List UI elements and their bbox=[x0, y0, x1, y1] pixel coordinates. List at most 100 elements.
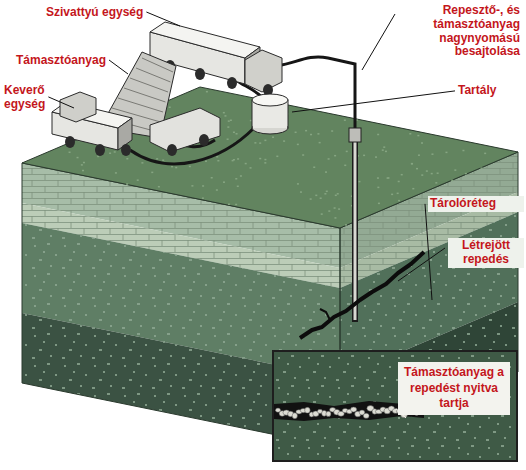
ground-speckle bbox=[344, 119, 346, 121]
ground-speckle bbox=[387, 177, 389, 179]
ground-speckle bbox=[202, 185, 204, 187]
ground-speckle bbox=[421, 174, 423, 176]
ground-speckle bbox=[416, 168, 418, 170]
ground-speckle bbox=[228, 204, 230, 206]
proppant-grain bbox=[363, 413, 369, 418]
ground-speckle bbox=[387, 177, 389, 179]
ground-speckle bbox=[169, 107, 171, 109]
ground-speckle bbox=[382, 149, 384, 151]
ground-speckle bbox=[77, 157, 79, 159]
ground-speckle bbox=[216, 189, 218, 191]
truck-wheel bbox=[167, 144, 177, 156]
ground-speckle bbox=[398, 200, 400, 202]
ground-speckle bbox=[83, 162, 85, 164]
ground-speckle bbox=[237, 186, 239, 188]
ground-speckle bbox=[254, 142, 256, 144]
ground-speckle bbox=[346, 151, 348, 153]
truck-wheel bbox=[95, 144, 105, 156]
ground-speckle bbox=[297, 144, 299, 146]
tank-top bbox=[252, 94, 288, 106]
ground-speckle bbox=[451, 180, 453, 182]
ground-speckle bbox=[224, 115, 226, 117]
callout-label: Tárolóréteg bbox=[428, 196, 524, 212]
leader-line bbox=[292, 91, 455, 112]
conveyor-rib bbox=[136, 68, 171, 82]
ground-speckle bbox=[391, 194, 393, 196]
ground-speckle bbox=[313, 166, 315, 168]
tank-body-fill bbox=[253, 118, 287, 128]
ground-speckle bbox=[228, 120, 230, 122]
ground-speckle bbox=[437, 172, 439, 174]
ground-speckle bbox=[401, 174, 403, 176]
ground-speckle bbox=[283, 140, 285, 142]
ground-speckle bbox=[421, 142, 423, 144]
callout-label: Keverő egység bbox=[4, 84, 62, 112]
ground-speckle bbox=[206, 91, 208, 93]
ground-speckle bbox=[412, 188, 414, 190]
well-head bbox=[349, 128, 361, 142]
ground-speckle bbox=[383, 146, 385, 148]
ground-speckle bbox=[409, 133, 411, 135]
ground-speckle bbox=[331, 130, 333, 132]
ground-speckle bbox=[236, 133, 238, 135]
ground-speckle bbox=[378, 203, 380, 205]
ground-speckle bbox=[141, 162, 143, 164]
ground-speckle bbox=[397, 193, 399, 195]
proppant-grain bbox=[326, 411, 331, 416]
ground-speckle bbox=[426, 170, 428, 172]
ground-speckle bbox=[115, 172, 117, 174]
fracture-crack bbox=[300, 252, 424, 338]
blender-tank bbox=[60, 92, 96, 122]
ground-speckle bbox=[137, 179, 139, 181]
ground-speckle bbox=[245, 163, 247, 165]
callout-label: Támasztóanyag bbox=[16, 54, 116, 68]
ground-speckle bbox=[431, 173, 433, 175]
ground-speckle bbox=[259, 142, 261, 144]
ground-speckle bbox=[338, 208, 340, 210]
ground-speckle bbox=[151, 172, 153, 174]
ground-speckle bbox=[217, 160, 219, 162]
ground-speckle bbox=[205, 160, 207, 162]
conveyor-rib bbox=[142, 58, 173, 72]
proppant-grain bbox=[305, 407, 310, 413]
ground-speckle bbox=[377, 187, 379, 189]
ground-speckle bbox=[310, 134, 312, 136]
ground-speckle bbox=[158, 186, 160, 188]
truck-wheel bbox=[65, 136, 75, 148]
ground-speckle bbox=[431, 153, 433, 155]
conveyor-rib bbox=[130, 78, 168, 92]
inset-rock bbox=[274, 352, 518, 462]
ground-speckle bbox=[484, 153, 486, 155]
ground-speckle bbox=[321, 213, 323, 215]
leader-line bbox=[398, 248, 445, 281]
ground-speckle bbox=[171, 166, 173, 168]
leader-line bbox=[362, 14, 395, 70]
proppant-trailer bbox=[150, 108, 220, 152]
ground-speckle bbox=[324, 193, 326, 195]
ground-speckle bbox=[305, 130, 307, 132]
ground-speckle bbox=[465, 173, 467, 175]
ground-speckle bbox=[462, 150, 464, 152]
ground-speckle bbox=[310, 198, 312, 200]
ground-speckle bbox=[302, 154, 304, 156]
ground-speckle bbox=[328, 210, 330, 212]
ground-speckle bbox=[375, 156, 377, 158]
ground-speckle bbox=[335, 195, 337, 197]
ground-speckle bbox=[411, 163, 413, 165]
conveyor-rib bbox=[124, 88, 166, 102]
callout-label: Repesztő-, és támasztóanyag nagynyomású … bbox=[398, 4, 520, 59]
leader-line bbox=[425, 204, 432, 300]
leader-line bbox=[109, 60, 128, 74]
fracture-crack-branch bbox=[320, 309, 330, 320]
ground-speckle bbox=[233, 132, 235, 134]
ground-speckle bbox=[377, 134, 379, 136]
ground-speckle bbox=[126, 183, 128, 185]
ground-speckle bbox=[69, 152, 71, 154]
truck-wheel bbox=[199, 134, 209, 146]
well-bore bbox=[354, 140, 357, 320]
ground-speckle bbox=[227, 126, 229, 128]
ground-speckle bbox=[82, 170, 84, 172]
callout-label: Tartály bbox=[458, 84, 518, 98]
ground-speckle bbox=[454, 169, 456, 171]
ground-speckle bbox=[235, 178, 237, 180]
